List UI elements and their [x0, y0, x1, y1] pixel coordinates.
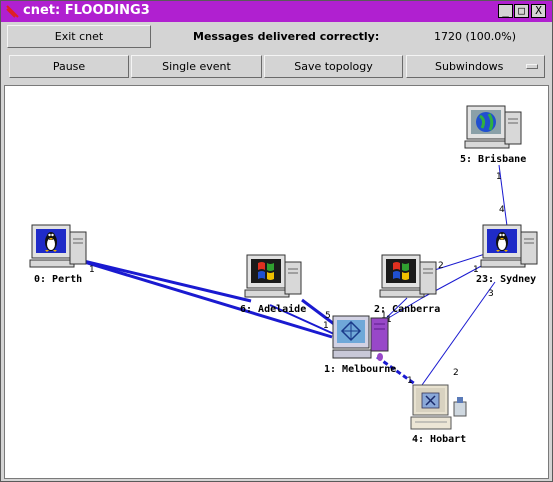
node-label-perth: 0: Perth — [34, 274, 82, 285]
node-label-sydney: 23: Sydney — [476, 274, 536, 285]
messages-delivered-label: Messages delivered correctly: — [193, 30, 380, 43]
pause-button[interactable]: Pause — [9, 55, 129, 78]
link-number: 1 — [473, 265, 479, 275]
close-button[interactable]: X — [531, 4, 546, 18]
link-number: 2 — [438, 261, 444, 271]
link-number: 1 — [407, 376, 413, 386]
maximize-button[interactable]: □ — [514, 4, 529, 18]
node-sydney[interactable]: 23: Sydney — [476, 224, 538, 285]
windows-computer-icon — [244, 254, 302, 298]
link-number: 5 — [325, 311, 331, 321]
option-menu-indicator-icon — [526, 64, 538, 69]
minimize-button[interactable]: _ — [498, 4, 513, 18]
cnet-app-icon — [6, 5, 19, 18]
network-topology: 1 5 1 1 1 2 1 4 1 3 2 1 — [29, 105, 538, 445]
link-number: 4 — [499, 205, 505, 215]
workstation-computer-icon — [410, 384, 467, 430]
links — [70, 164, 508, 386]
node-hobart[interactable]: 4: Hobart — [410, 384, 467, 445]
subwindows-label: Subwindows — [435, 60, 504, 73]
node-label-brisbane: 5: Brisbane — [460, 153, 526, 165]
linux-computer-icon — [29, 224, 87, 268]
window-title: cnet: FLOODING3 — [23, 3, 150, 18]
link-number: 1 — [386, 315, 392, 325]
node-melbourne[interactable]: 1: Melbourne — [324, 315, 396, 375]
node-brisbane[interactable]: 5: Brisbane — [460, 105, 526, 165]
link-number: 1 — [323, 321, 329, 331]
subwindows-menu[interactable]: Subwindows — [406, 55, 545, 78]
single-event-button[interactable]: Single event — [131, 55, 262, 78]
globe-computer-icon — [464, 105, 522, 149]
node-label-melbourne: 1: Melbourne — [324, 364, 396, 375]
exit-cnet-button[interactable]: Exit cnet — [7, 25, 151, 48]
node-label-adelaide: 6: Adelaide — [240, 303, 306, 315]
messages-delivered-value: 1720 (100.0%) — [434, 30, 517, 43]
link-number: 1 — [496, 172, 502, 182]
node-label-canberra: 2: Canberra — [374, 304, 440, 315]
link-number: 2 — [453, 368, 459, 378]
save-topology-button[interactable]: Save topology — [264, 55, 403, 78]
workstation-computer-icon — [332, 315, 389, 361]
linux-computer-icon — [480, 224, 538, 268]
title-bar[interactable]: cnet: FLOODING3 _ □ X — [1, 1, 552, 22]
node-label-hobart: 4: Hobart — [412, 434, 466, 445]
network-canvas[interactable]: 1 5 1 1 1 2 1 4 1 3 2 1 — [4, 85, 549, 479]
windows-computer-icon — [379, 254, 437, 298]
link-number: 1 — [381, 311, 387, 321]
node-perth[interactable]: 0: Perth — [29, 224, 87, 285]
node-canberra[interactable]: 2: Canberra — [374, 254, 440, 315]
node-adelaide[interactable]: 6: Adelaide — [240, 254, 306, 315]
link-numbers: 1 5 1 1 1 2 1 4 1 3 2 1 — [89, 172, 505, 386]
link-number: 3 — [488, 289, 494, 299]
link-number: 1 — [89, 265, 95, 275]
